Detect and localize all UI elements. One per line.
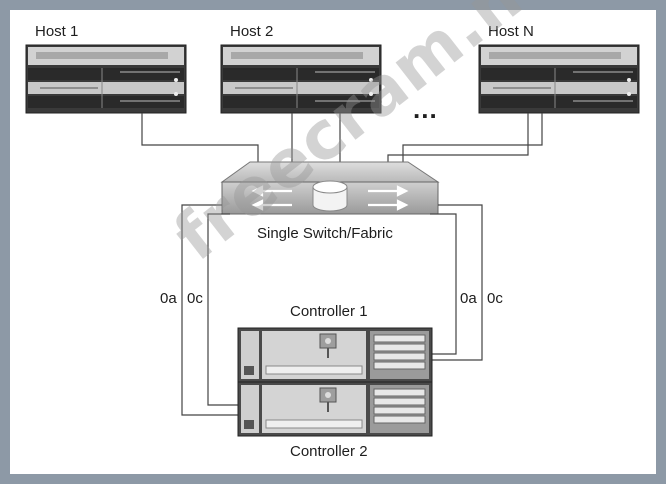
host-1-server bbox=[25, 44, 187, 114]
host-2-server bbox=[220, 44, 382, 114]
storage-cylinder-icon bbox=[312, 180, 348, 212]
host-switch-cables bbox=[141, 113, 543, 165]
controller-2-label: Controller 2 bbox=[290, 443, 368, 460]
diagram-frame: Host 1 Host 2 Host N ... Single Switch/F… bbox=[10, 0, 656, 474]
controller-2-chassis bbox=[237, 381, 433, 437]
port-label-right-0a: 0a bbox=[460, 290, 477, 307]
host-n-label: Host N bbox=[488, 23, 534, 40]
controller-cables bbox=[181, 204, 483, 416]
host-2-label: Host 2 bbox=[230, 23, 274, 40]
switch-fabric bbox=[220, 161, 440, 215]
port-label-left-0c: 0c bbox=[187, 290, 203, 307]
port-label-left-0a: 0a bbox=[160, 290, 177, 307]
switch-label: Single Switch/Fabric bbox=[257, 225, 393, 242]
controller-1-chassis bbox=[237, 327, 433, 383]
network-diagram bbox=[25, 44, 640, 437]
ellipsis-label: ... bbox=[413, 94, 438, 124]
controller-1-label: Controller 1 bbox=[290, 303, 368, 320]
port-label-right-0c: 0c bbox=[487, 290, 503, 307]
host-1-label: Host 1 bbox=[35, 23, 79, 40]
host-n-server bbox=[478, 44, 640, 114]
